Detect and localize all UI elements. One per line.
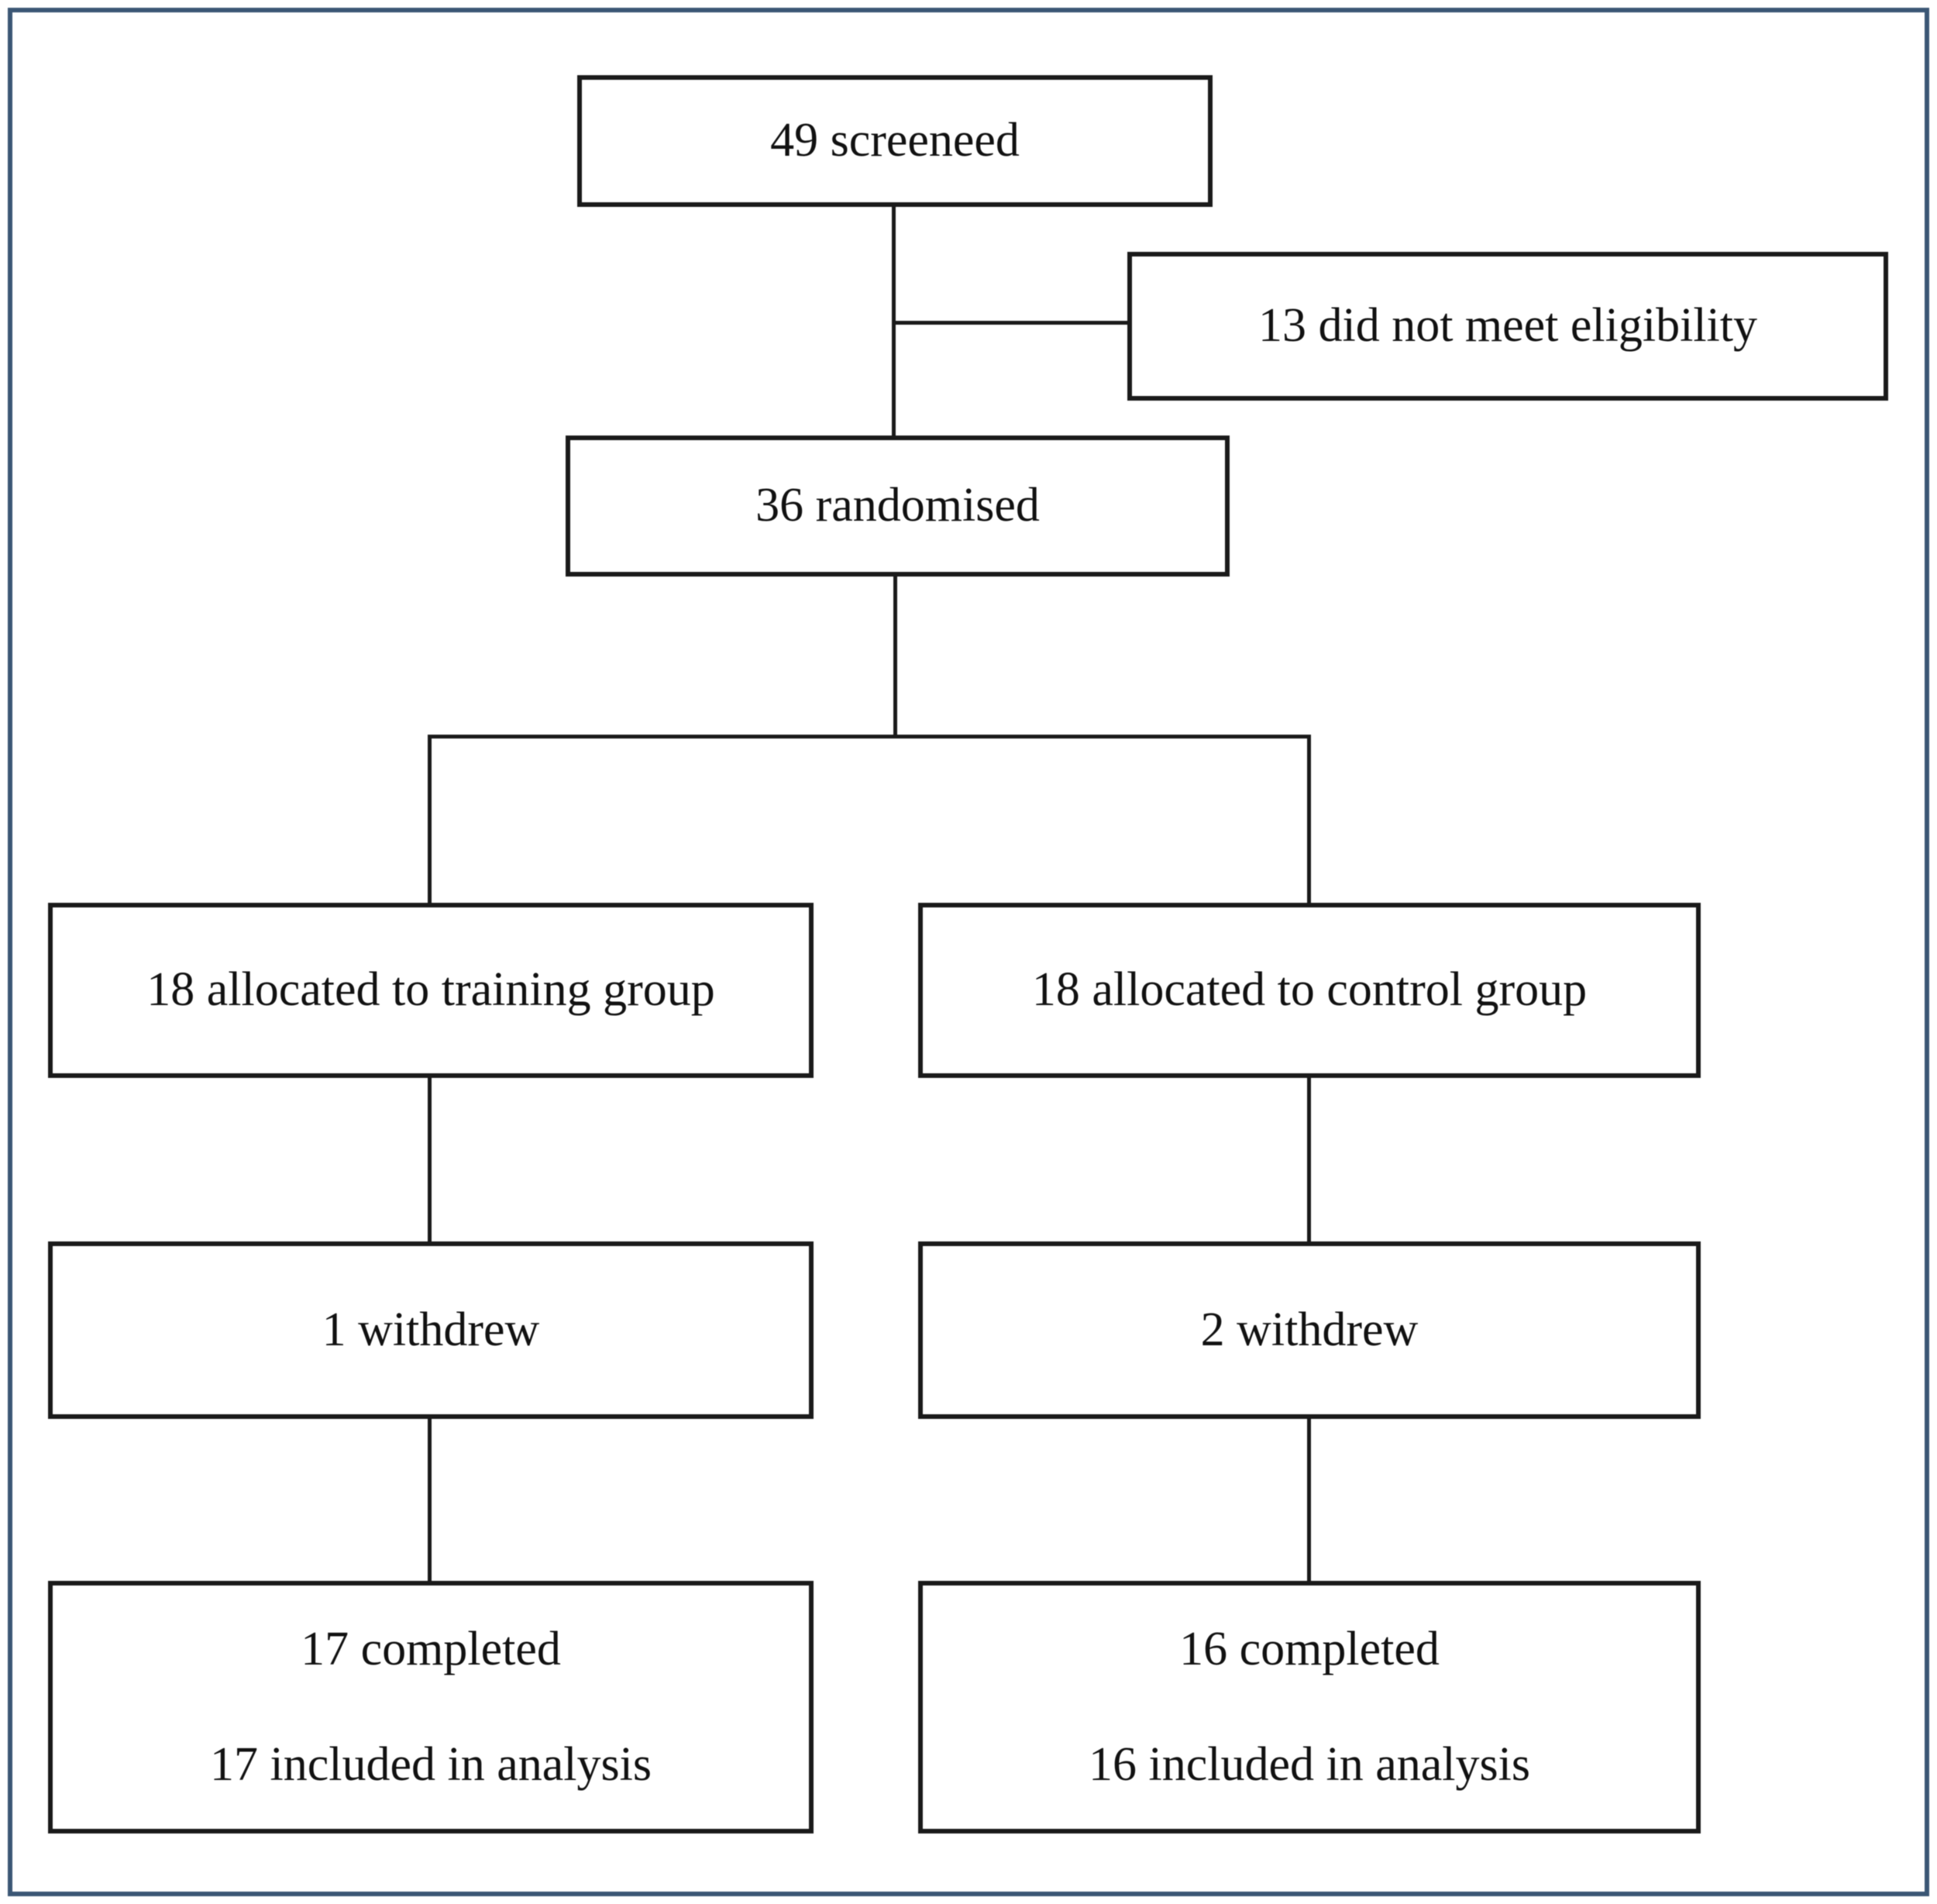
control-completed-box: 16 completed 16 included in analysis [918,1581,1701,1833]
training-completed-box: 17 completed 17 included in analysis [48,1581,814,1833]
connector-control-to-withdrew [1307,1076,1311,1244]
screened-box: 49 screeneed [577,75,1213,207]
training-withdrew-box: 1 withdrew [48,1241,814,1419]
connector-randomised-down [893,573,897,738]
eligibility-box: 13 did not meet eligibility [1127,252,1888,401]
control-completed-line1: 16 completed [1179,1622,1440,1675]
control-allocated-box: 18 allocated to control group [918,903,1701,1078]
connector-split-to-training [428,735,432,905]
eligibility-label: 13 did not meet eligibility [1258,299,1758,353]
randomised-box: 36 randomised [566,436,1230,577]
training-completed-line1: 17 completed [301,1622,561,1675]
connector-withdrew-to-completed-left [428,1417,432,1583]
screened-label: 49 screeneed [770,114,1020,167]
connector-training-to-withdrew [428,1076,432,1244]
training-completed-line2: 17 included in analysis [210,1738,652,1791]
connector-split-to-control [1307,735,1311,905]
control-allocated-label: 18 allocated to control group [1031,963,1588,1017]
randomised-label: 36 randomised [755,479,1040,532]
control-completed-line2: 16 included in analysis [1089,1738,1530,1791]
connector-split-horizontal [428,735,1311,739]
connector-withdrew-to-completed-right [1307,1417,1311,1583]
training-allocated-label: 18 allocated to training group [146,963,715,1017]
control-withdrew-box: 2 withdrew [918,1241,1701,1419]
training-allocated-box: 18 allocated to training group [48,903,814,1078]
training-withdrew-label: 1 withdrew [322,1303,540,1356]
connector-branch-to-eligibility [893,321,1130,325]
control-withdrew-label: 2 withdrew [1200,1303,1419,1356]
